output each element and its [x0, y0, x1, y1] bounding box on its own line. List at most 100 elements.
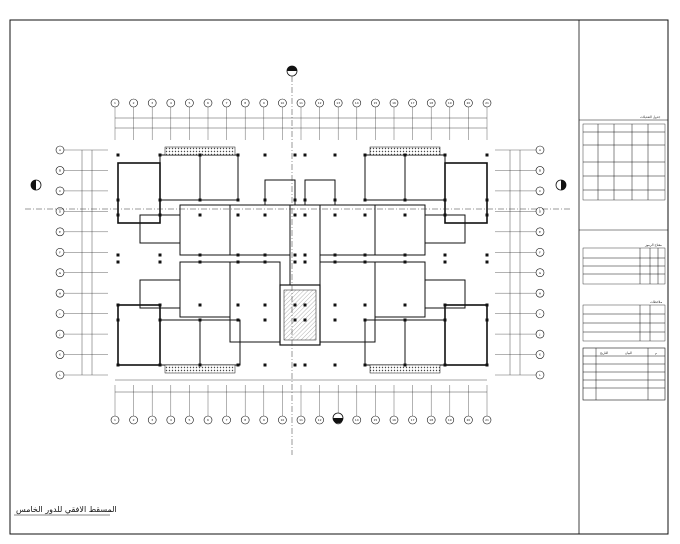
column	[403, 198, 407, 202]
column	[198, 198, 202, 202]
grid-bubble	[445, 98, 455, 108]
grid-bubble	[535, 166, 545, 175]
grid-bubble-label: 8	[244, 418, 246, 422]
column	[158, 260, 162, 264]
grid-bubble-label: 2	[133, 101, 135, 105]
column	[116, 153, 120, 157]
sheet-border	[9, 19, 669, 535]
grid-bubble-label: 7	[226, 101, 228, 105]
grid-bubble-label: 2	[133, 418, 135, 422]
column	[236, 253, 240, 257]
column	[116, 318, 120, 322]
grid-bubble-label: 8	[244, 101, 246, 105]
room	[159, 319, 201, 366]
grid-bubble	[535, 186, 545, 196]
grid-bubble-label: C	[539, 189, 541, 193]
section-marker-top	[286, 65, 298, 77]
column	[403, 303, 407, 307]
grid-bubble-label: 1	[114, 418, 116, 422]
revision-col-desc: البيان	[625, 351, 632, 355]
grid-bubble-label: 12	[318, 418, 322, 422]
column	[303, 213, 307, 217]
grid-bubble-label: H	[539, 291, 541, 295]
column	[263, 303, 267, 307]
grid-bubble	[278, 415, 287, 425]
column	[263, 153, 267, 157]
column	[303, 260, 307, 264]
grid-bubble	[445, 415, 455, 425]
grid-bubble	[535, 329, 545, 339]
column	[198, 253, 202, 257]
grid-bubble	[482, 415, 492, 425]
grid-bubble	[333, 98, 343, 108]
column	[198, 213, 202, 217]
grid-bubble	[408, 98, 417, 108]
grid-bubble-label: 20	[466, 101, 470, 105]
grid-bubble	[110, 415, 120, 425]
grid-bubble-label: 21	[485, 418, 489, 422]
grid-bubble	[185, 98, 194, 108]
grid-bubble-label: 17	[411, 101, 415, 105]
grid-bubble-label: D	[539, 210, 542, 214]
column	[443, 253, 447, 257]
room	[199, 154, 239, 201]
grid-bubble-label: 5	[188, 101, 190, 105]
column	[158, 303, 162, 307]
grid-bubble	[147, 415, 157, 425]
column	[236, 198, 240, 202]
grid-bubble-label: I	[60, 312, 61, 316]
column	[116, 253, 120, 257]
grid-bubble	[352, 415, 362, 425]
structural-columns	[116, 153, 489, 367]
grid-bubble	[203, 98, 213, 108]
column	[363, 303, 367, 307]
column	[443, 318, 447, 322]
grid-bubble	[371, 415, 380, 425]
column	[293, 363, 297, 367]
column	[236, 260, 240, 264]
column	[363, 253, 367, 257]
grid-bubble-label: 4	[170, 101, 172, 105]
grid-bubble-label: E	[539, 230, 541, 234]
grid-bubble	[55, 288, 65, 298]
grid-bubble	[535, 227, 545, 237]
column	[403, 153, 407, 157]
column	[363, 363, 367, 367]
dimension-lines	[81, 117, 521, 393]
column	[158, 213, 162, 217]
grid-bubble-label: K	[539, 353, 542, 357]
column	[198, 153, 202, 157]
column	[485, 153, 489, 157]
grid-bubble-label: 16	[392, 418, 396, 422]
room	[229, 204, 291, 256]
column	[333, 153, 337, 157]
grid-bubble	[166, 98, 176, 108]
room	[404, 319, 446, 366]
lobby	[289, 204, 321, 286]
grid-bubble-label: B	[539, 169, 541, 173]
column	[263, 253, 267, 257]
column	[236, 318, 240, 322]
column	[333, 318, 337, 322]
grid-bubble	[55, 247, 65, 257]
lift-shaft	[304, 179, 336, 206]
notes-header: ملاحظات	[650, 300, 662, 304]
grid-bubble-label: 18	[429, 101, 433, 105]
grid-bubble-label: 19	[448, 418, 452, 422]
grid-bubble	[147, 98, 157, 108]
column	[198, 303, 202, 307]
grid-bubble	[426, 415, 436, 425]
column	[263, 213, 267, 217]
revisions-header: جدول التعديلات	[640, 115, 660, 119]
room	[374, 261, 426, 318]
room	[444, 162, 488, 224]
grid-bubble	[222, 98, 231, 108]
grid-bubble-label: 10	[280, 101, 284, 105]
grid-bubble	[129, 415, 138, 425]
column	[363, 213, 367, 217]
column	[403, 213, 407, 217]
grid-bubble-label: A	[59, 148, 62, 152]
column	[198, 318, 202, 322]
grid-bubble	[55, 329, 65, 339]
